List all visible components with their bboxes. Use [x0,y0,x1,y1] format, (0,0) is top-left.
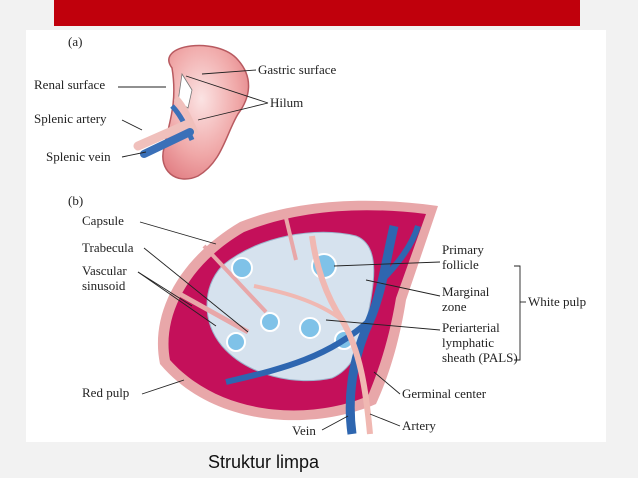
leader-capsule [139,221,217,245]
label-zone: zone [442,299,467,314]
label-vascular: Vascular [82,263,127,278]
label-renal-surface: Renal surface [34,77,105,92]
leader-splenic-vein [121,151,147,158]
leader-hilum-1 [185,75,269,104]
label-lymphatic: lymphatic [442,335,494,350]
leader-vascular-2 [137,271,217,327]
label-hilum: Hilum [270,95,303,110]
leader-trabecula [143,247,249,333]
label-gastric-surface: Gastric surface [258,62,337,77]
leader-vein [321,415,349,431]
label-splenic-vein: Splenic vein [46,149,111,164]
label-trabecula: Trabecula [82,240,134,255]
label-marginal: Marginal [442,284,490,299]
label-sheath-pals: sheath (PALS) [442,350,518,365]
leader-hilum-2 [197,102,269,121]
label-red-pulp: Red pulp [82,385,129,400]
label-follicle: follicle [442,257,479,272]
leader-germinal-center [373,371,401,395]
label-vein: Vein [292,423,316,438]
title-bar-accent [54,0,580,26]
label-splenic-artery: Splenic artery [34,111,107,126]
label-periarterial: Periarterial [442,320,500,335]
spleen-organ [133,44,250,180]
spleen-section [157,200,438,435]
leader-gastric-surface [201,69,257,75]
leader-red-pulp [141,379,185,395]
label-germinal-center: Germinal center [402,386,487,401]
leader-pals [325,319,441,331]
label-capsule: Capsule [82,213,124,228]
spleen-diagram: (a) Renal surface Gastric surface Hilum … [34,34,586,438]
spleen-figure: (a) Renal surface Gastric surface Hilum … [26,30,606,442]
leader-primary-follicle [333,261,441,267]
label-artery: Artery [402,418,436,433]
leader-splenic-artery [121,119,143,131]
label-primary: Primary [442,242,484,257]
slide-caption: Struktur limpa [208,452,320,472]
label-sinusoid: sinusoid [82,278,126,293]
leader-marginal-zone [365,279,441,297]
panel-a-tag: (a) [68,34,82,49]
leader-artery [369,413,401,427]
panel-b-tag: (b) [68,193,83,208]
leader-vascular-1 [137,271,193,307]
label-white-pulp: White pulp [528,294,586,309]
white-pulp-bracket [514,265,521,361]
